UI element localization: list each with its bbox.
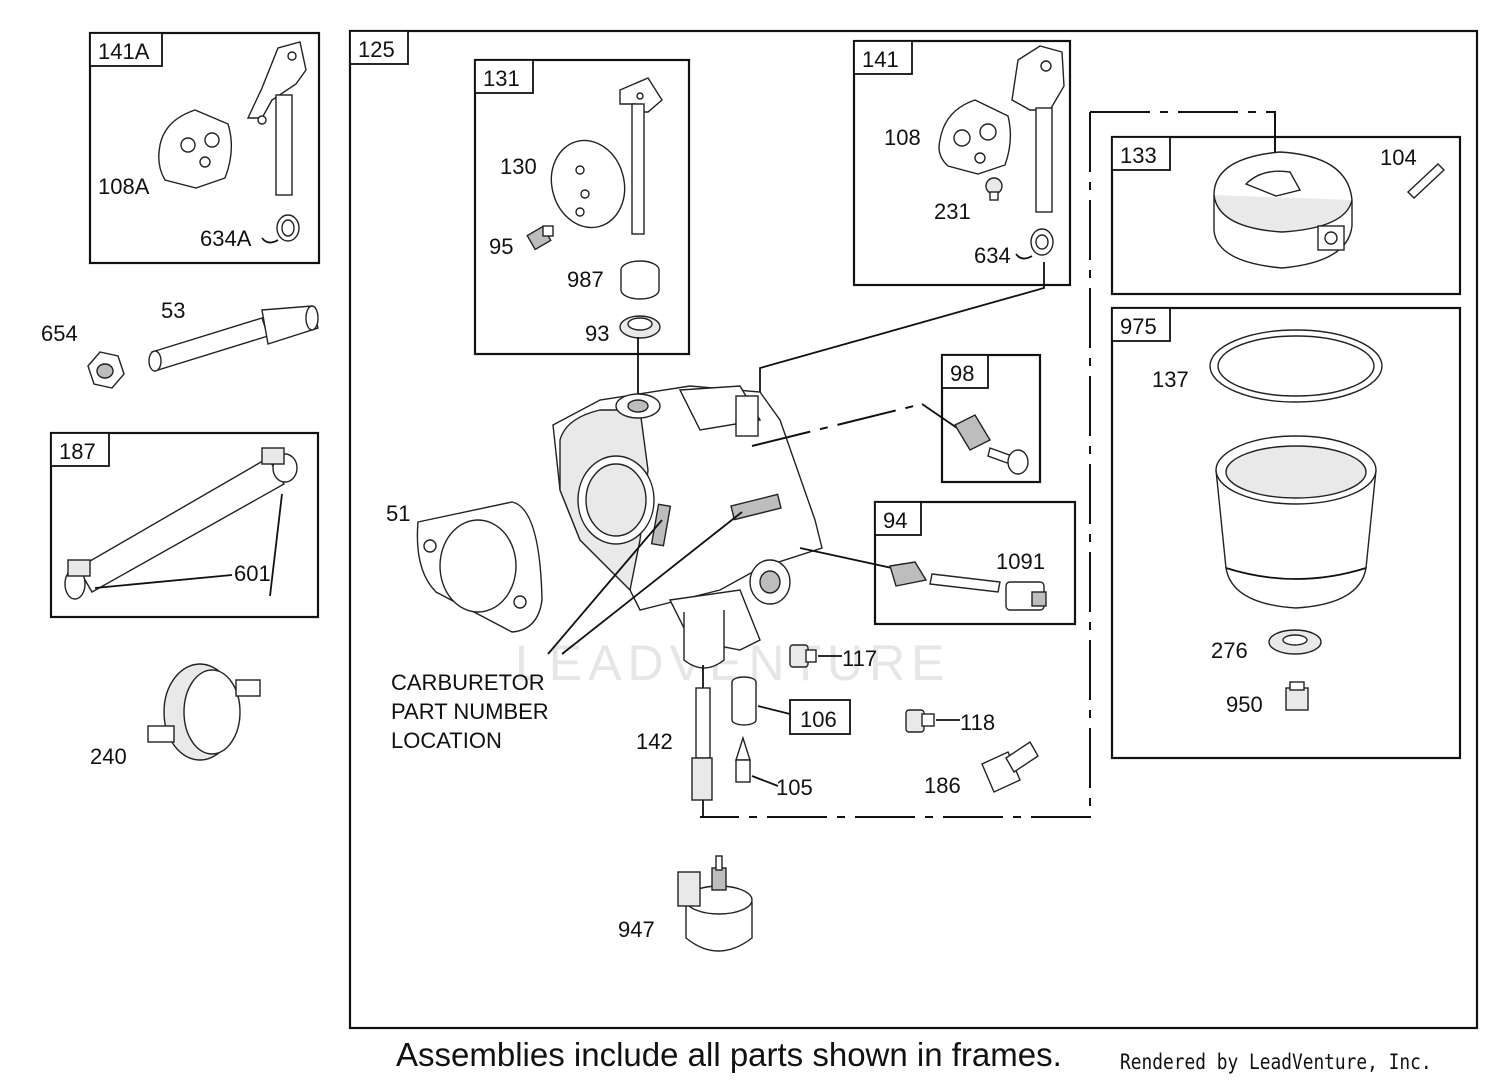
frame-label-133: 133 (1120, 143, 1157, 168)
note-line-3: LOCATION (391, 728, 502, 753)
frame-98[interactable]: 98 (940, 353, 1042, 484)
choke-shaft-part[interactable] (619, 77, 663, 235)
frame-131[interactable]: 131 130 95 987 93 (473, 58, 691, 356)
leader-note-a (547, 519, 663, 655)
bowl-nut-950-part[interactable] (1285, 681, 1309, 711)
label-51: 51 (386, 501, 410, 526)
throttle-plate-108-part[interactable] (938, 99, 1012, 175)
frame-label-187: 187 (59, 439, 96, 464)
label-53: 53 (161, 298, 185, 323)
throttle-plate-108A-part[interactable] (158, 109, 233, 189)
fuel-solenoid-947-part[interactable] (677, 855, 753, 952)
leader-98-dash (751, 403, 923, 447)
washer-276-part[interactable] (1268, 629, 1322, 655)
leader-note-b (561, 511, 743, 655)
idle-screw-part[interactable] (987, 447, 1029, 475)
label-634: 634 (974, 243, 1011, 268)
label-240: 240 (90, 744, 127, 769)
screw-95-part[interactable] (526, 225, 554, 251)
idle-spring-part[interactable] (954, 414, 991, 451)
label-130: 130 (500, 154, 537, 179)
frame-133[interactable]: 133 104 (1110, 135, 1462, 296)
label-947: 947 (618, 917, 655, 942)
frame-label-975: 975 (1120, 314, 1157, 339)
frame-187[interactable]: 187 601 (49, 431, 320, 619)
gasket-137-part[interactable] (1209, 329, 1383, 403)
label-95: 95 (489, 234, 513, 259)
jet-117-part[interactable] (789, 644, 817, 668)
spring-634-part[interactable] (1015, 228, 1054, 260)
screw-231-part[interactable] (985, 177, 1003, 201)
fitting-53-part[interactable] (148, 305, 319, 372)
frame-975[interactable]: 975 137 276 950 (1110, 306, 1462, 760)
dash-outline (1090, 111, 1276, 152)
frame-label-141A: 141A (98, 39, 150, 64)
fuel-hose-part[interactable] (64, 453, 298, 600)
frame-125[interactable]: 125 (348, 29, 1479, 1030)
label-987: 987 (567, 267, 604, 292)
leader-106 (757, 705, 791, 715)
label-108A: 108A (98, 174, 150, 199)
float-pin-104-part[interactable] (1406, 163, 1446, 199)
label-93: 93 (585, 321, 609, 346)
seat-106-part[interactable] (731, 676, 757, 726)
leader-105 (751, 775, 779, 787)
frame-label-141: 141 (862, 47, 899, 72)
label-186: 186 (924, 773, 961, 798)
choke-plate-130-part[interactable] (542, 132, 634, 236)
note-line-2: PART NUMBER (391, 699, 549, 724)
label-1091: 1091 (996, 549, 1045, 574)
render-credit: Rendered by LeadVenture, Inc. (1120, 1050, 1432, 1074)
dash-outline-right (700, 112, 1091, 818)
frame-label-106: 106 (800, 707, 837, 732)
label-634A: 634A (200, 226, 252, 251)
limiter-cap-1091-part[interactable] (1005, 581, 1047, 611)
label-276: 276 (1211, 638, 1248, 663)
nut-654-part[interactable] (87, 351, 125, 389)
frame-94[interactable]: 94 1091 (873, 500, 1077, 626)
label-117: 117 (842, 646, 877, 671)
frame-label-131: 131 (483, 66, 520, 91)
frame-label-125: 125 (358, 37, 395, 62)
throttle-shaft-part[interactable] (246, 41, 307, 196)
label-105: 105 (776, 775, 813, 800)
mixture-screw-part[interactable] (929, 573, 1001, 593)
fitting-186-part[interactable] (981, 741, 1039, 793)
footer-note: Assemblies include all parts shown in fr… (396, 1036, 1062, 1073)
label-142: 142 (636, 729, 673, 754)
mixture-spring-part[interactable] (889, 561, 928, 587)
frame-106[interactable]: 106 (789, 699, 851, 735)
carburetor-body-part[interactable] (552, 385, 823, 669)
label-118: 118 (960, 710, 995, 735)
seal-93-part[interactable] (619, 315, 661, 339)
label-104: 104 (1380, 145, 1417, 170)
leader-141 (759, 262, 1045, 402)
main-jet-tube-142-part[interactable] (691, 687, 713, 801)
frame-141A[interactable]: 141A 108A 634A (88, 31, 321, 265)
frame-label-94: 94 (883, 508, 907, 533)
float-133-part[interactable] (1213, 151, 1353, 269)
label-108: 108 (884, 125, 921, 150)
frame-141[interactable]: 141 108 231 634 (852, 39, 1072, 287)
needle-105-part[interactable] (735, 735, 751, 783)
hose-clamp-601-part[interactable] (67, 447, 285, 577)
bushing-987-part[interactable] (620, 260, 660, 300)
spring-634A-part[interactable] (261, 214, 300, 244)
frame-label-98: 98 (950, 361, 974, 386)
leader-94 (799, 547, 893, 569)
label-137: 137 (1152, 367, 1189, 392)
note-line-1: CARBURETOR (391, 670, 545, 695)
label-654: 654 (41, 321, 78, 346)
float-bowl-part[interactable] (1215, 435, 1377, 609)
screw-118-part[interactable] (905, 709, 935, 733)
label-231: 231 (934, 199, 971, 224)
throttle-shaft-141-part[interactable] (1011, 45, 1065, 213)
label-601: 601 (234, 561, 271, 586)
label-950: 950 (1226, 692, 1263, 717)
gasket-51-part[interactable] (416, 501, 543, 633)
fuel-filter-240-part[interactable] (147, 663, 261, 761)
